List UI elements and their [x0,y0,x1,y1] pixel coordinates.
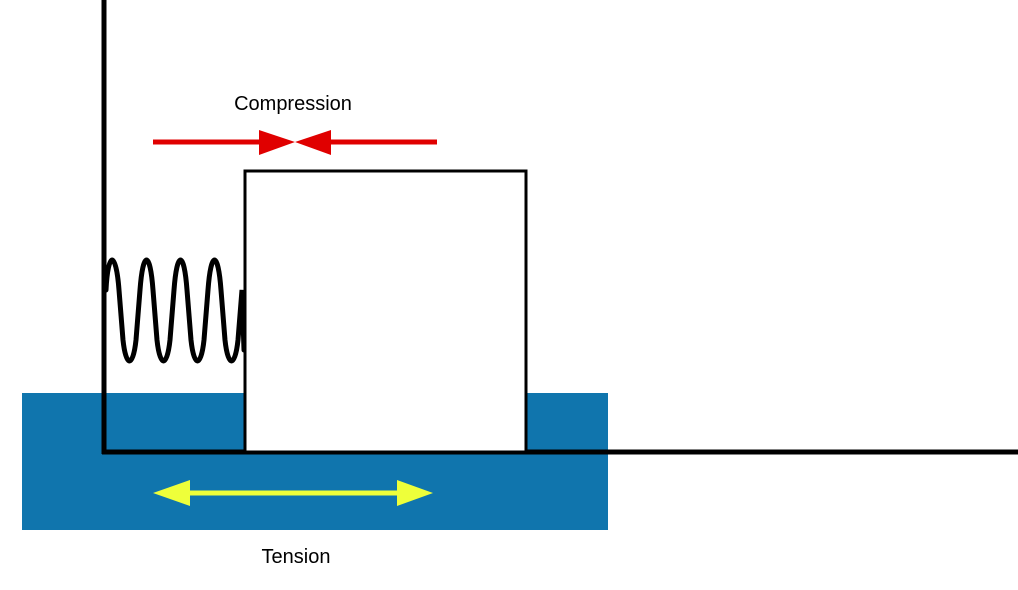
compression-arrows [153,130,437,155]
tension-arrow-shaft [185,490,401,496]
compression-arrow-right-head [295,130,331,155]
block [243,169,528,454]
tension-arrow-right-head [397,480,433,506]
compression-arrow-right-shaft [327,139,437,145]
tension-arrow [153,480,433,506]
compression-arrow-left-head [259,130,295,155]
compression-arrow-left-shaft [153,139,263,145]
compression-label: Compression [234,93,352,115]
tension-arrow-left-head [153,480,190,506]
spring [103,257,247,364]
tension-label: Tension [261,546,331,568]
